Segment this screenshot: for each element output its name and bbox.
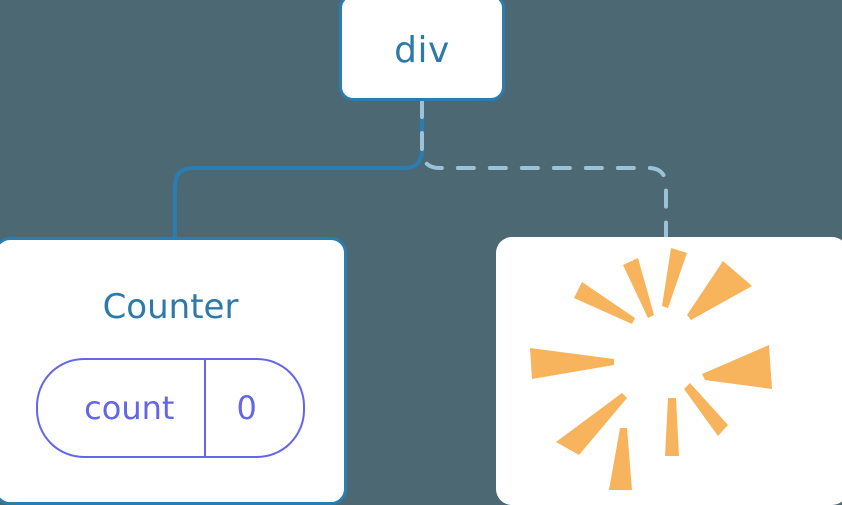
node-sparkle-placeholder[interactable] <box>496 237 842 505</box>
sparkle-ray <box>687 261 752 320</box>
state-key-label: count <box>84 389 175 427</box>
sparkle-ray <box>702 345 772 389</box>
node-counter[interactable]: Counter count 0 <box>0 237 347 505</box>
node-counter-label: Counter <box>102 287 239 327</box>
sparkle-ray <box>662 248 687 308</box>
state-pill-divider <box>204 360 207 456</box>
state-pill-count[interactable]: count 0 <box>36 358 305 458</box>
sparkle-ray <box>556 393 627 455</box>
sparkle-ray <box>574 282 635 324</box>
sparkle-ray <box>623 258 654 318</box>
state-value-label: 0 <box>236 389 257 427</box>
sparkle-ray <box>665 398 679 456</box>
sparkle-burst-icon <box>530 248 772 490</box>
sparkle-ray <box>530 348 614 379</box>
sparkle-ray <box>684 383 728 436</box>
node-div-label: div <box>394 29 450 71</box>
edge-div-to-sparkle <box>420 99 668 242</box>
node-div[interactable]: div <box>339 0 505 101</box>
sparkle-ray <box>609 428 632 490</box>
edge-div-to-counter <box>173 99 424 242</box>
